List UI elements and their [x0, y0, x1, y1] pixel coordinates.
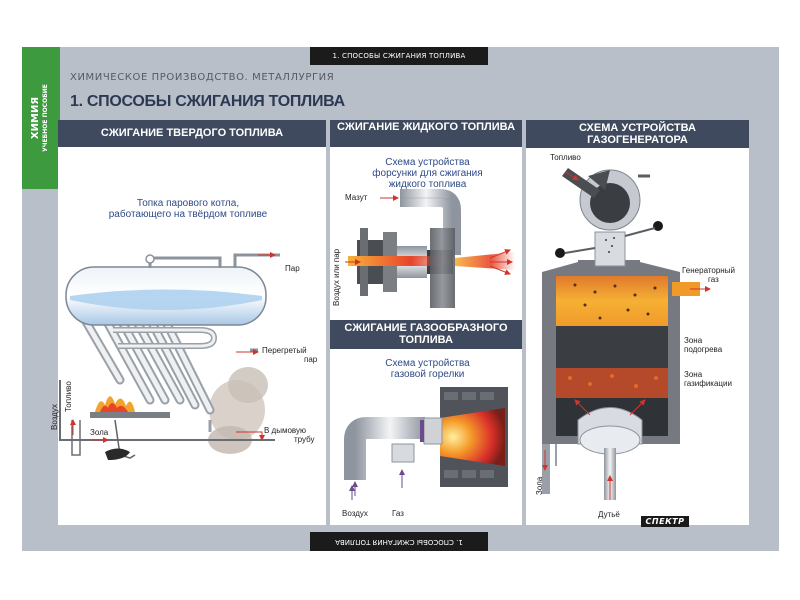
gasifier-heading-line2: ГАЗОГЕНЕРАТОРА — [587, 134, 688, 146]
label-gas: Газ — [392, 509, 404, 518]
page-title: 1. СПОСОБЫ СЖИГАНИЯ ТОПЛИВА — [70, 93, 345, 110]
gas-caption-line1: Схема устройства — [385, 358, 470, 369]
gas-burner-caption: Схема устройства газовой горелки — [360, 358, 495, 380]
label-gasifier-ash: Зола — [535, 476, 544, 495]
label-generator-gas: Генераторный газ — [682, 266, 735, 284]
subject-bar: ХИМИЯ УЧЕБНОЕ ПОСОБИЕ — [22, 47, 60, 189]
nozzle-caption-line2: форсунки для сжигания — [372, 168, 483, 179]
label-gen-gas-line1: Генераторный — [682, 266, 735, 275]
label-gasification-zone: Зона газификации — [684, 370, 732, 388]
nozzle-caption-line3: жидкого топлива — [388, 179, 467, 190]
top-tab: 1. СПОСОБЫ СЖИГАНИЯ ТОПЛИВА — [310, 47, 488, 65]
gasifier-heading: СХЕМА УСТРОЙСТВА ГАЗОГЕНЕРАТОРА — [526, 120, 749, 148]
label-ash: Зола — [90, 428, 109, 437]
label-gasification-line2: газификации — [684, 379, 732, 388]
boiler-caption: Топка парового котла, работающего на твё… — [88, 198, 288, 220]
liquid-fuel-heading: СЖИГАНИЕ ЖИДКОГО ТОПЛИВА — [330, 120, 522, 147]
label-heating-line1: Зона — [684, 336, 703, 345]
label-chimney-line1: В дымовую — [264, 426, 306, 435]
boiler-illustration — [59, 252, 280, 460]
label-to-chimney: В дымовую трубу — [264, 426, 315, 444]
label-heating-zone: Зона подогрева — [684, 336, 722, 354]
gas-caption-line2: газовой горелки — [390, 369, 465, 380]
gasifier-heading-line1: СХЕМА УСТРОЙСТВА — [579, 122, 696, 134]
label-blast: Дутьё — [598, 510, 620, 519]
label-fuel: Топливо — [64, 381, 73, 412]
label-gasification-line1: Зона — [684, 370, 703, 379]
boiler-caption-line2: работающего на твёрдом топливе — [108, 209, 268, 220]
boiler-caption-line1: Топка парового котла, — [136, 198, 240, 209]
label-superheated-steam: Перегретый пар — [262, 346, 317, 364]
gas-heading-line1: СЖИГАНИЕ ГАЗООБРАЗНОГО — [344, 322, 508, 334]
gasifier-illustration — [542, 168, 711, 500]
furnace-flames — [95, 396, 135, 412]
label-heating-line2: подогрева — [684, 345, 723, 354]
gas-burner-illustration — [344, 387, 508, 500]
nozzle-caption: Схема устройства форсунки для сжигания ж… — [360, 157, 495, 190]
nozzle-caption-line1: Схема устройства — [385, 157, 470, 168]
label-superheated-line1: Перегретый — [262, 346, 307, 355]
label-air-or-steam: Воздух или пар — [332, 248, 341, 306]
label-superheated-line2: пар — [304, 355, 318, 364]
gas-heading-line2: ТОПЛИВА — [399, 334, 453, 346]
label-mazut: Мазут — [345, 193, 368, 202]
label-gen-gas-line2: газ — [708, 275, 719, 284]
label-gasifier-fuel: Топливо — [550, 153, 581, 162]
label-chimney-line2: трубу — [294, 435, 315, 444]
supertitle: ХИМИЧЕСКОЕ ПРОИЗВОДСТВО. МЕТАЛЛУРГИЯ — [70, 72, 335, 83]
label-air: Воздух — [50, 404, 59, 430]
label-steam: Пар — [285, 264, 300, 273]
gas-fuel-heading: СЖИГАНИЕ ГАЗООБРАЗНОГО ТОПЛИВА — [330, 320, 522, 349]
solid-fuel-heading: СЖИГАНИЕ ТВЕРДОГО ТОПЛИВА — [58, 120, 326, 147]
label-gas-air: Воздух — [342, 509, 368, 518]
oil-burner-illustration — [345, 189, 515, 308]
publisher-logo: СПЕКТР — [641, 516, 689, 527]
